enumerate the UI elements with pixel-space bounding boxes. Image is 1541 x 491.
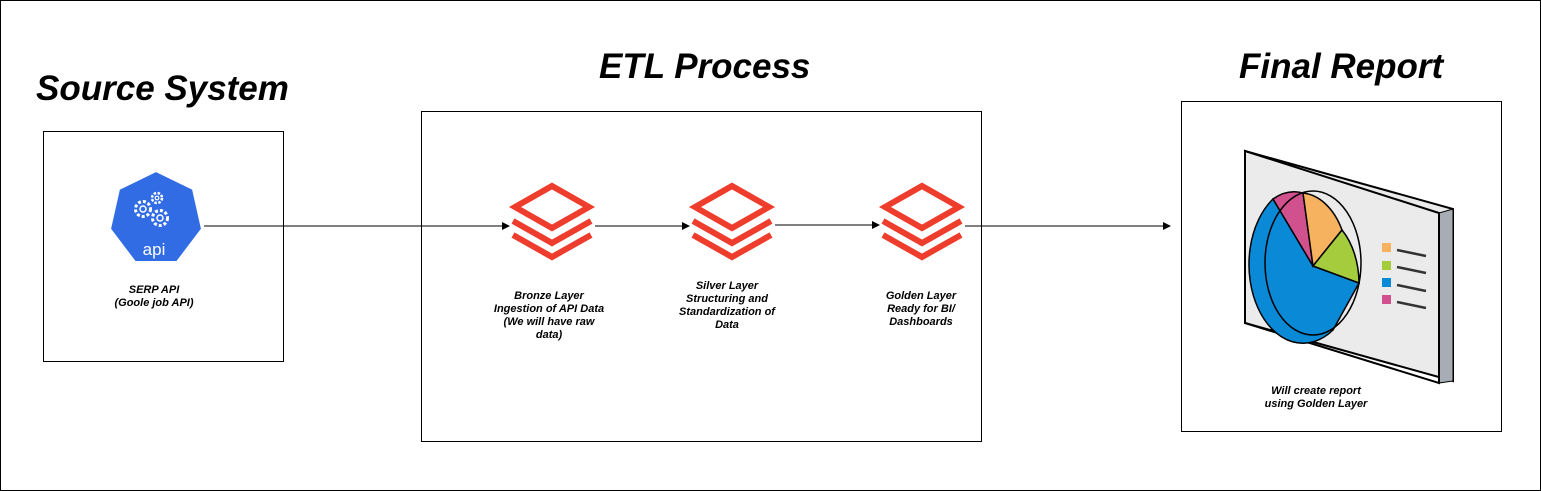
legend-swatch-orange [1382, 243, 1391, 252]
source-system-heading: Source System [36, 69, 289, 108]
etl-process-box[interactable] [421, 111, 982, 442]
legend-swatch-green [1382, 261, 1391, 270]
legend-swatch-pink [1382, 295, 1391, 304]
final-report-heading: Final Report [1239, 47, 1444, 86]
gear-icon [150, 191, 164, 205]
legend-icon [1382, 243, 1427, 310]
etl-process-heading: ETL Process [599, 47, 811, 86]
source-caption: SERP API (Goole job API) [114, 284, 194, 309]
source-system-box[interactable] [43, 131, 284, 362]
pie-slice-blue [1248, 197, 1361, 344]
silver-layer-icon [688, 182, 776, 261]
gear-icon [134, 200, 152, 218]
gear-icon [151, 209, 169, 227]
pie-chart [1248, 190, 1362, 344]
legend-line [1396, 283, 1427, 293]
report-caption: Will create report using Golden Layer [1264, 385, 1368, 410]
legend-line [1396, 265, 1427, 275]
api-gears-icon: api [108, 169, 204, 263]
silver-layer-caption: Silver Layer Structuring and Standardiza… [679, 280, 775, 331]
legend-line [1396, 300, 1427, 310]
api-icon-label: api [143, 240, 166, 259]
pie-outline [1264, 190, 1362, 336]
legend-line [1396, 248, 1427, 258]
golden-layer-icon [878, 182, 966, 261]
pie-chart-board-icon [1244, 149, 1454, 385]
bronze-layer-caption: Bronze Layer Ingestion of API Data (We w… [493, 290, 605, 341]
bronze-layer-icon [508, 182, 596, 261]
pie-slice-orange [1302, 192, 1343, 268]
legend-swatch-blue [1382, 278, 1391, 287]
golden-layer-caption: Golden Layer Ready for BI/ Dashboards [885, 290, 957, 328]
